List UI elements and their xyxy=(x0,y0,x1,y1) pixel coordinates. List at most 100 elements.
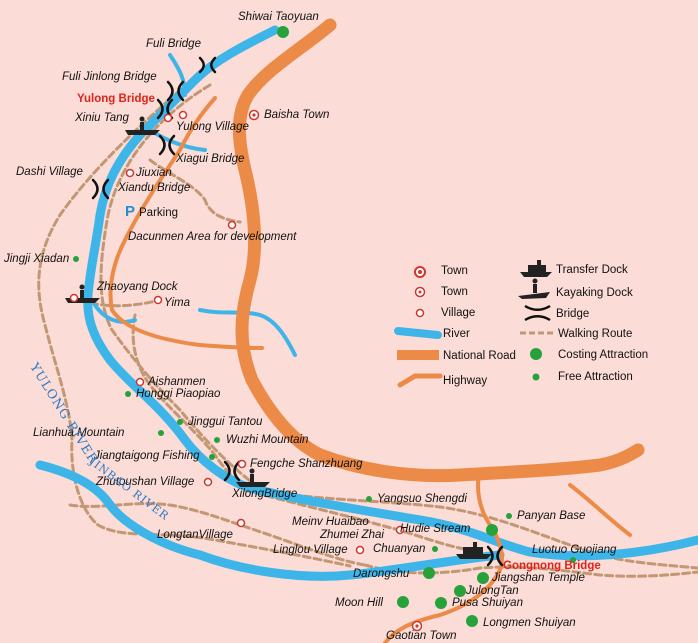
national-road xyxy=(232,18,645,483)
walking-route-main xyxy=(99,83,698,570)
label-dacunmen: Dacunmen Area for development xyxy=(128,231,297,243)
river-branch-fuli xyxy=(168,53,187,97)
legend-river: River xyxy=(443,328,470,340)
legend-national-road-icon xyxy=(397,350,439,360)
village-marker xyxy=(355,545,365,555)
village-marker xyxy=(153,295,163,305)
label-meinv-huaibao: Meinv Huaibao xyxy=(292,516,369,528)
label-moon-hill: Moon Hill xyxy=(335,597,383,609)
village-marker xyxy=(135,377,145,387)
label-fuli-bridge: Fuli Bridge xyxy=(146,38,201,50)
highway-east xyxy=(568,483,632,537)
free-attraction-dot xyxy=(158,430,164,436)
label-fengche-shanzhuang: Fengche Shanzhuang xyxy=(250,458,363,470)
label-zhaoyang-dock: Zhaoyang Dock xyxy=(97,281,178,293)
village-marker xyxy=(69,293,79,303)
attractions xyxy=(73,26,576,627)
label-yangsuo-shengdi: Yangsuo Shengdi xyxy=(377,493,467,505)
village-marker xyxy=(203,477,213,487)
costing-attraction-dot xyxy=(397,596,409,608)
bridge-icon xyxy=(486,545,504,567)
bridge-icon xyxy=(223,460,241,482)
label-luotuo-guojiang: Luotuo Guojiang xyxy=(532,544,617,556)
label-lianhua-mountain: Lianhua Mountain xyxy=(33,427,125,439)
label-xilong-bridge: XilongBridge xyxy=(232,488,298,500)
legend-kayaking-dock-icon xyxy=(518,278,550,299)
legend-kayaking-dock: Kayaking Dock xyxy=(556,287,633,299)
costing-attraction-dot xyxy=(277,26,289,38)
bridge-icon xyxy=(198,56,217,74)
legend-national-road: National Road xyxy=(443,350,516,362)
jinbao-river xyxy=(35,460,505,581)
walking-route-jinbao xyxy=(68,502,367,567)
label-jiuxian: Jiuxian xyxy=(136,167,172,179)
label-baisha-town: Baisha Town xyxy=(264,109,330,121)
free-attraction-dot xyxy=(432,546,438,552)
costing-attraction-dot xyxy=(466,615,478,627)
village-marker xyxy=(395,525,405,535)
town-dot xyxy=(415,624,419,628)
label-longtan-village: LongtanVillage xyxy=(157,529,233,541)
costing-attraction-dot xyxy=(454,585,466,597)
legend-highway-icon xyxy=(397,373,443,388)
legend-highway: Highway xyxy=(443,375,488,387)
costing-attraction-dot xyxy=(486,524,498,536)
legend-free-attraction-icon xyxy=(532,373,540,381)
kayaking-dock-icon xyxy=(125,116,160,135)
legend-costing-attraction: Costing Attraction xyxy=(558,349,649,361)
bridges xyxy=(91,56,504,567)
town-dot xyxy=(252,113,256,117)
free-attraction-dot xyxy=(209,454,215,460)
villages xyxy=(69,109,423,632)
legend-transfer-dock-icon xyxy=(520,260,552,277)
label-parking: Parking xyxy=(139,207,179,219)
legend-symbols xyxy=(394,260,555,388)
label-jinggui-tantou: Jinggui Tantou xyxy=(188,416,263,428)
legend-bridge-icon xyxy=(524,304,551,322)
parking-icon: P xyxy=(125,203,136,220)
village-marker xyxy=(237,459,247,469)
label-jiangshan-temple: Jiangshan Temple xyxy=(492,572,585,584)
free-attraction-dot xyxy=(570,557,576,563)
label-zhumei-zhai: Zhumei Zhai xyxy=(320,529,384,541)
transfer-dock-icon xyxy=(456,542,492,559)
label-yulong-bridge: Yulong Bridge xyxy=(77,93,155,105)
label-zhutoushan-village: Zhutoushan Village xyxy=(96,476,195,488)
label-dashi-village: Dashi Village xyxy=(16,166,83,178)
label-wuzhi-mountain: Wuzhi Mountain xyxy=(226,434,309,446)
legend-river-icon xyxy=(394,327,442,339)
label-panyan-base: Panyan Base xyxy=(517,510,586,522)
walking-route-west xyxy=(37,90,352,568)
legend-town-2: Town xyxy=(441,286,468,298)
legend-town: Town xyxy=(441,265,468,277)
label-linglou-village: Linglou Village xyxy=(273,544,348,556)
walking-routes xyxy=(37,83,698,578)
label-yulong-village: Yulong Village xyxy=(176,121,249,133)
river-branch-yima xyxy=(198,308,297,357)
label-aishanmen: Aishanmen xyxy=(148,376,206,388)
free-attraction-dot xyxy=(125,391,131,397)
highway-north xyxy=(108,96,264,350)
label-yima: Yima xyxy=(164,297,190,309)
legend-bridge: Bridge xyxy=(556,308,590,320)
costing-attraction-dot xyxy=(423,567,435,579)
label-gaotian-town: Gaotian Town xyxy=(386,630,457,642)
label-hudie-stream: Hudie Stream xyxy=(400,523,471,535)
village-marker xyxy=(178,110,188,120)
legend-village: Village xyxy=(441,307,476,319)
free-attraction-dot xyxy=(506,513,512,519)
label-honggi-piaopiao: Honggi Piaopiao xyxy=(136,388,221,400)
legend-costing-attraction-icon xyxy=(530,348,542,360)
label-julongtan: JulongTan xyxy=(466,585,519,597)
walking-route-xilong xyxy=(243,488,472,552)
village-marker xyxy=(227,220,237,230)
costing-attraction-dot xyxy=(435,597,447,609)
legend-walking-route: Walking Route xyxy=(558,328,633,340)
label-xiandu-bridge: Xiandu Bridge xyxy=(118,182,191,194)
label-darongshu: Darongshu xyxy=(353,568,410,580)
label-xiniu-tang: Xiniu Tang xyxy=(75,112,129,124)
label-chuanyan: Chuanyan xyxy=(373,543,426,555)
